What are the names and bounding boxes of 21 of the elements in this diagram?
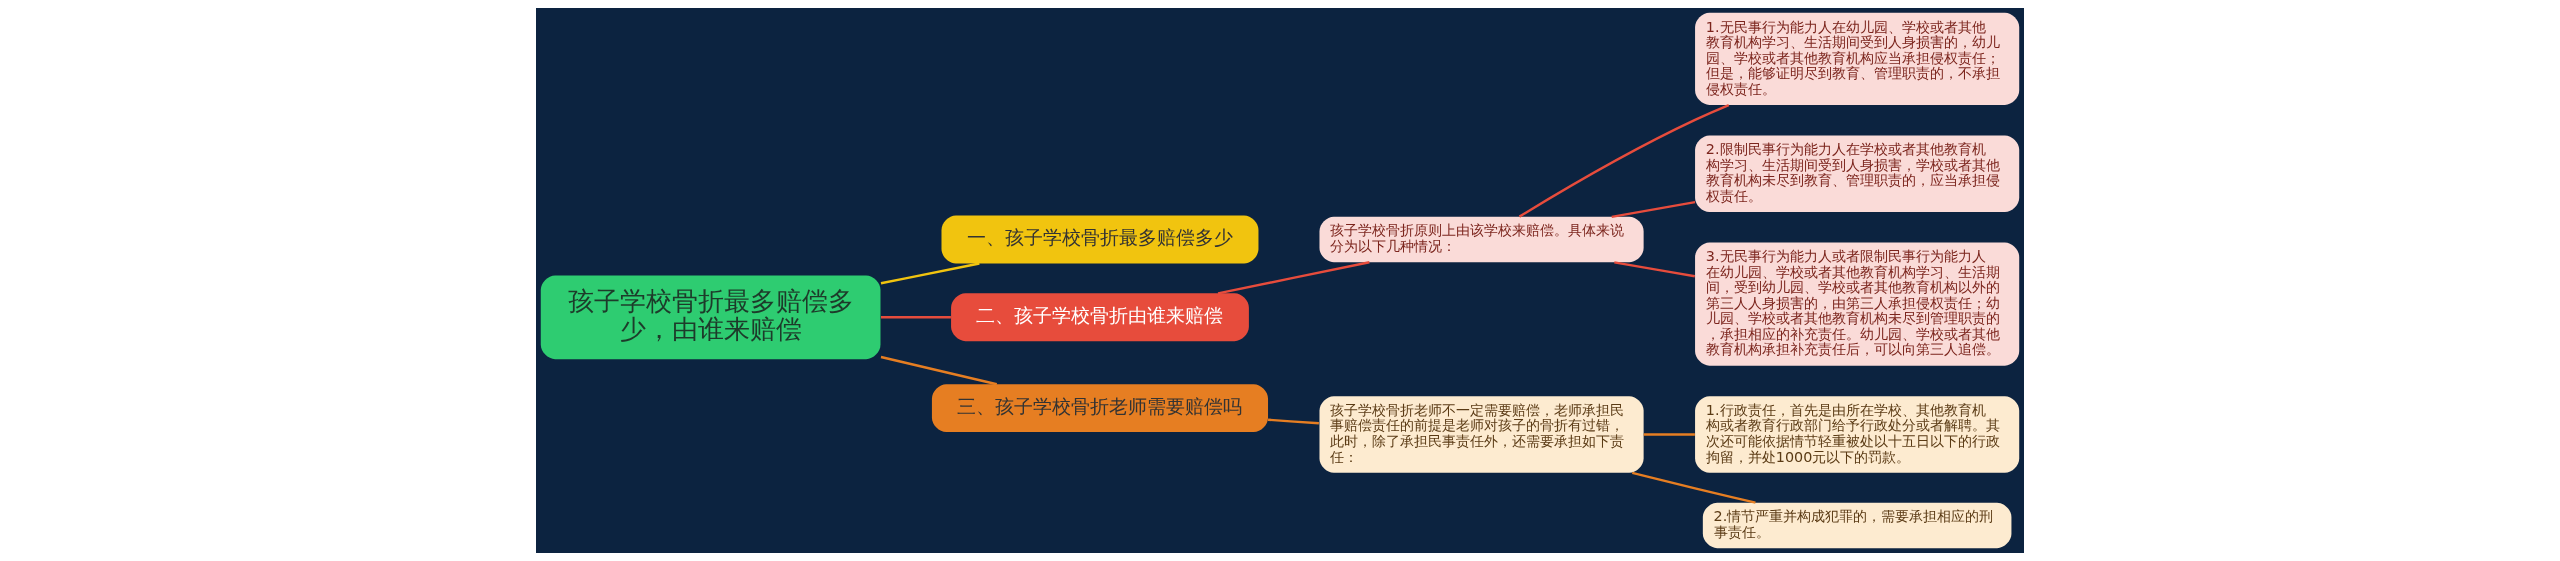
connector bbox=[1217, 261, 1370, 295]
node-box: 二、孩子学校骨折由谁来赔偿 bbox=[951, 293, 1249, 342]
connector bbox=[880, 355, 998, 386]
connector bbox=[880, 262, 980, 285]
node-box: 2.情节严重并构成犯罪的，需要承担相应的刑事责任。 bbox=[1702, 502, 2012, 549]
node-box: 孩子学校骨折原则上由该学校来赔偿。具体来说分为以下几种情况： bbox=[1319, 216, 1644, 263]
connector bbox=[1614, 261, 1695, 278]
connector bbox=[1643, 433, 1695, 436]
node-box: 三、孩子学校骨折老师需要赔偿吗 bbox=[931, 384, 1269, 433]
connector bbox=[1632, 471, 1756, 504]
node-box: 2.限制民事行为能力人在学校或者其他教育机构学习、生活期间受到人身损害，学校或者其他教育机构未尽到教育、管理职责的，应当承担侵权责任。 bbox=[1695, 135, 2020, 212]
connector bbox=[881, 316, 951, 319]
connector bbox=[1518, 104, 1730, 218]
node-box: 3.无民事行为能力人或者限制民事行为能力人在幼儿园、学校或者其他教育机构学习、生活期间，受到幼儿园、学校或者其他教育机构以外的第三人人身损害的，由第三人承担侵权责任；幼儿园、学校或者其他教育机构未尽到管理职责的，承担相应的补充责任。幼儿园、学校或者其他教育机构承担补充责任后，可以向第三人追偿。 bbox=[1695, 242, 2020, 366]
node-box: 孩子学校骨折老师不一定需要赔偿，老师承担民事赔偿责任的前提是老师对孩子的骨折有过错，此时，除了承担民事责任外，还需要承担如下责任： bbox=[1319, 396, 1644, 473]
node-box: 孩子学校骨折最多赔偿多少，由谁来赔偿 bbox=[540, 275, 881, 360]
connector bbox=[1611, 200, 1696, 218]
node-box: 1.行政责任，首先是由所在学校、其他教育机构或者教育行政部门给予行政处分或者解聘。其次还可能依据情节轻重被处以十五日以下的行政拘留，并处1000元以下的罚款。 bbox=[1695, 396, 2020, 473]
node-box: 1.无民事行为能力人在幼儿园、学校或者其他教育机构学习、生活期间受到人身损害的，幼儿园、学校或者其他教育机构应当承担侵权责任；但是，能够证明尽到教育、管理职责的，不承担侵权责任。 bbox=[1695, 12, 2020, 105]
connector bbox=[1267, 418, 1319, 425]
node-box: 一、孩子学校骨折最多赔偿多少 bbox=[941, 215, 1259, 264]
